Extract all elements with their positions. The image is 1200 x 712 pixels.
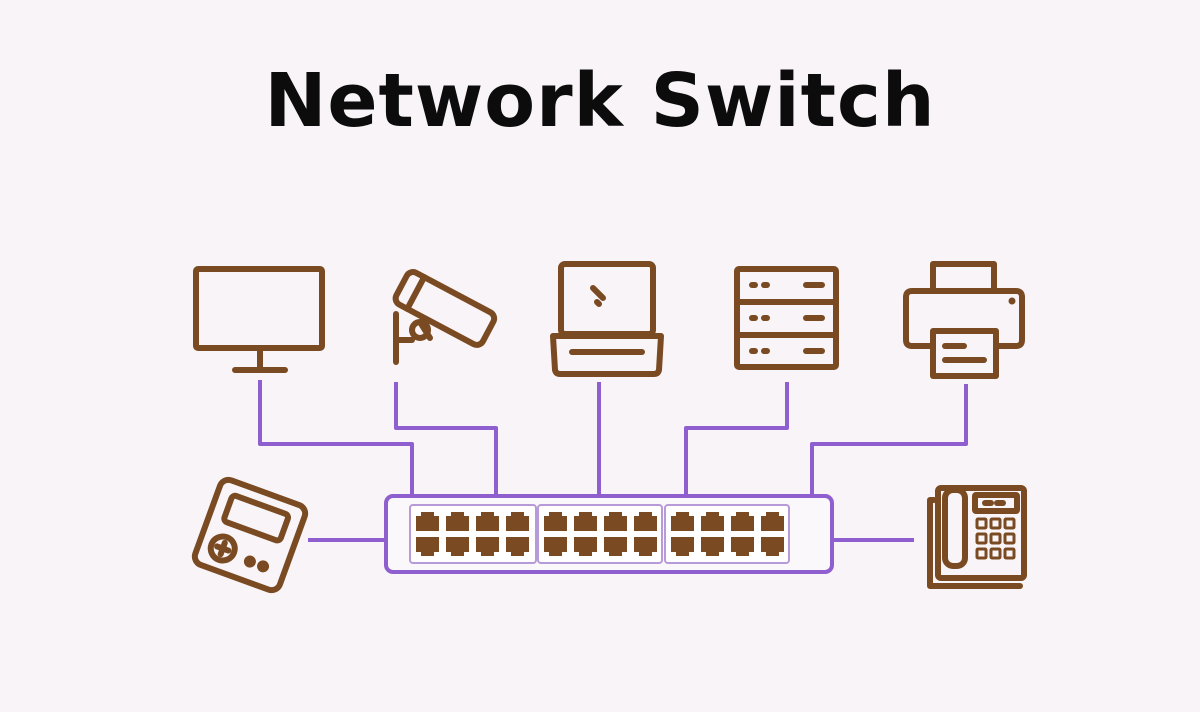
switch-port-1 <box>416 512 439 531</box>
laptop-icon <box>550 261 664 377</box>
cable-server <box>684 382 789 494</box>
network-switch-icon <box>384 494 834 574</box>
phone-key-7 <box>975 547 988 560</box>
phone-key-3 <box>1003 517 1016 530</box>
phone-key-2 <box>989 517 1002 530</box>
switch-port-23 <box>731 537 754 556</box>
phone-key-5 <box>989 532 1002 545</box>
phone-key-8 <box>989 547 1002 560</box>
phone-key-9 <box>1003 547 1016 560</box>
switch-port-14 <box>574 537 597 556</box>
cable-monitor <box>258 380 414 494</box>
switch-port-6 <box>446 537 469 556</box>
cables <box>258 380 968 542</box>
phone-key-6 <box>1003 532 1016 545</box>
port-bank-1 <box>409 504 537 564</box>
switch-port-15 <box>604 537 627 556</box>
security-camera-icon <box>392 269 498 365</box>
switch-port-21 <box>671 537 694 556</box>
switch-port-22 <box>701 537 724 556</box>
port-bank-3 <box>664 504 790 564</box>
switch-port-19 <box>731 512 754 531</box>
switch-port-5 <box>416 537 439 556</box>
switch-port-9 <box>544 512 567 531</box>
switch-port-12 <box>634 512 657 531</box>
switch-port-10 <box>574 512 597 531</box>
switch-port-18 <box>701 512 724 531</box>
desk-phone-icon <box>927 485 1027 589</box>
phone-key-1 <box>975 517 988 530</box>
printer-icon <box>903 261 1025 379</box>
switch-port-17 <box>671 512 694 531</box>
page-title: Network Switch <box>264 58 936 144</box>
switch-port-20 <box>761 512 784 531</box>
server-rack-icon <box>734 266 839 370</box>
cable-camera <box>394 382 498 494</box>
switch-port-8 <box>506 537 529 556</box>
switch-port-2 <box>446 512 469 531</box>
switch-ports <box>416 512 784 556</box>
switch-port-4 <box>506 512 529 531</box>
switch-port-13 <box>544 537 567 556</box>
switch-port-7 <box>476 537 499 556</box>
port-bank-2 <box>537 504 663 564</box>
monitor-icon <box>193 266 325 373</box>
phone-key-4 <box>975 532 988 545</box>
cable-printer <box>810 384 968 494</box>
control-panel-icon <box>191 476 309 594</box>
phone-keypad <box>975 517 1016 560</box>
switch-port-3 <box>476 512 499 531</box>
switch-port-24 <box>761 537 784 556</box>
switch-port-11 <box>604 512 627 531</box>
switch-port-16 <box>634 537 657 556</box>
